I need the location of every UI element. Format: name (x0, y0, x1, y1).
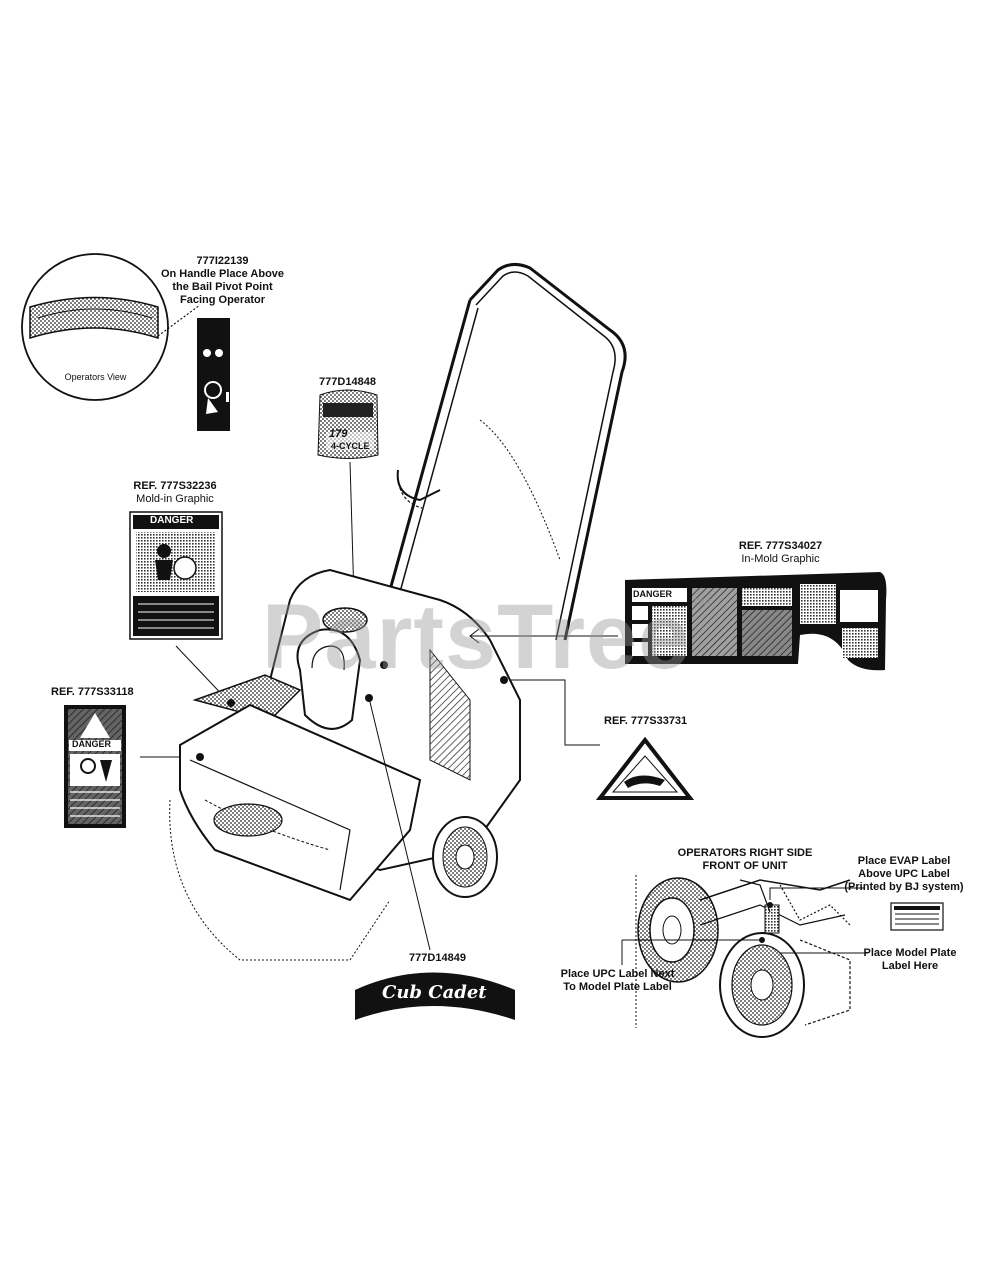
leader-lines (368, 628, 618, 951)
watermark-text: PartsTree (262, 586, 691, 688)
evap-label-box (890, 902, 944, 931)
right-side-inset (621, 875, 868, 1038)
handle-decal-777I22139 (197, 318, 230, 431)
handle-line1: On Handle Place Above (160, 268, 285, 280)
evap-line1: Place EVAP Label (857, 855, 951, 867)
watermark: PartsTree™ (262, 585, 713, 690)
warning-triangle-ref: REF. 777S33731 (604, 715, 688, 727)
evap-line2: Above UPC Label (858, 868, 950, 880)
in-mold-callout: REF. 777S34027 In-Mold Graphic (718, 540, 843, 566)
handle-line3: Facing Operator (180, 294, 265, 306)
handle-decal-callout: 777I22139 On Handle Place Above the Bail… (155, 255, 290, 307)
engine-decal-part-no: 777D14848 (319, 376, 376, 388)
snow-thrower-illustration (169, 263, 627, 961)
upc-line2: To Model Plate Label (563, 981, 672, 993)
engine-displacement: 179 (329, 428, 348, 440)
logo-decal-777D14849 (355, 972, 515, 1020)
evap-callout: Place EVAP Label Above UPC Label (Printe… (840, 855, 968, 894)
danger-word-inmold: DANGER (633, 589, 673, 599)
engine-cycle: 4-CYCLE (331, 441, 370, 451)
in-mold-ref: REF. 777S34027 (738, 540, 823, 552)
danger-decal-777S33118 (64, 705, 200, 828)
logo-decal-part-no: 777D14849 (409, 952, 466, 964)
model-plate-line2: Label Here (881, 960, 939, 972)
right-side-line1: OPERATORS RIGHT SIDE (677, 847, 813, 859)
danger-word-left: DANGER (72, 739, 112, 749)
mold-in-graphic-777S32236 (129, 511, 231, 704)
operators-view-inset (21, 253, 201, 401)
operators-view-label: Operators View (64, 372, 127, 382)
upc-line1: Place UPC Label Next (560, 968, 675, 980)
watermark-trademark: ™ (690, 593, 714, 618)
right-side-line2: FRONT OF UNIT (702, 860, 788, 872)
engine-decal-777D14848 (317, 389, 379, 599)
mold-in-desc: Mold-in Graphic (136, 493, 214, 505)
model-plate-line1: Place Model Plate (863, 947, 957, 959)
mold-in-ref: REF. 777S32236 (133, 480, 217, 492)
in-mold-graphic-777S34027 (625, 572, 887, 671)
in-mold-desc: In-Mold Graphic (741, 553, 820, 565)
danger-word-mold: DANGER (150, 515, 194, 526)
upc-callout: Place UPC Label Next To Model Plate Labe… (550, 968, 685, 994)
warning-triangle-777S33731 (595, 736, 695, 800)
model-plate-callout: Place Model Plate Label Here (855, 947, 965, 973)
mold-in-callout: REF. 777S32236 Mold-in Graphic (115, 480, 235, 506)
logo-text: Cub Cadet (382, 982, 487, 1003)
handle-part-no: 777I22139 (196, 255, 249, 267)
handle-line2: the Bail Pivot Point (172, 281, 273, 293)
right-side-callout: OPERATORS RIGHT SIDE FRONT OF UNIT (660, 847, 830, 873)
danger-side-ref: REF. 777S33118 (51, 686, 134, 698)
evap-line3: (Printed by BJ system) (844, 881, 964, 893)
